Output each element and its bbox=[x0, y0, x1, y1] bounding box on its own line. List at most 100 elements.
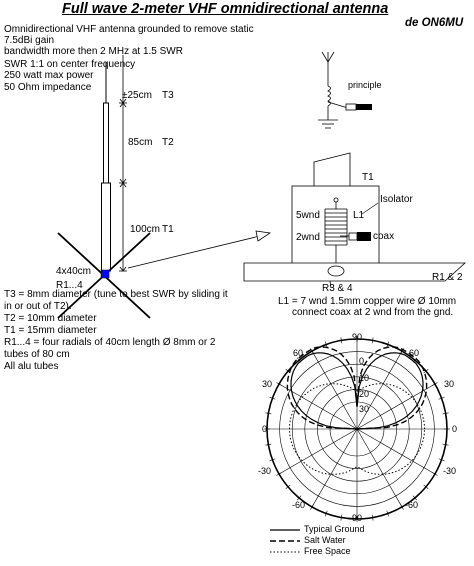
legend-item: Free Space bbox=[268, 546, 468, 557]
polar-tick bbox=[412, 495, 418, 501]
polar-label-minus90: -90 bbox=[349, 513, 363, 523]
polar-tick bbox=[442, 412, 449, 415]
polar-tick bbox=[423, 484, 429, 490]
polar-tick bbox=[324, 510, 328, 517]
polar-label-minus30: -30 bbox=[443, 466, 457, 476]
polar-tick bbox=[438, 458, 445, 462]
polar-tick bbox=[340, 337, 343, 344]
polar-ring-label: 10 bbox=[359, 373, 370, 383]
radials-label: R1...4 bbox=[56, 280, 83, 291]
polar-tick bbox=[340, 514, 343, 521]
t1-box-label: T1 bbox=[362, 172, 374, 183]
polar-spoke bbox=[311, 350, 358, 430]
polar-label-30: 30 bbox=[444, 379, 455, 389]
polar-label-0: 0 bbox=[452, 424, 458, 434]
polar-spoke bbox=[356, 428, 403, 508]
polar-legend: Typical Ground Salt Water Free Space bbox=[268, 524, 468, 557]
polar-label-0: 0 bbox=[262, 424, 268, 434]
legend-swatch-solid bbox=[270, 529, 300, 531]
t1-length: 100cm bbox=[130, 224, 161, 235]
spec-line: 50 Ohm impedance bbox=[4, 82, 92, 93]
polar-tick bbox=[269, 458, 276, 462]
coax-label: coax bbox=[373, 231, 395, 242]
polar-tick bbox=[310, 504, 314, 510]
polar-tick bbox=[276, 472, 282, 476]
dimension-notes: T3 = 8mm diameter (tune to best SWR by s… bbox=[4, 289, 229, 373]
polar-tick bbox=[442, 443, 449, 446]
legend-swatch-dotted bbox=[270, 551, 300, 553]
polar-tick bbox=[276, 382, 282, 386]
t3-label: T3 bbox=[162, 90, 174, 101]
polar-tick bbox=[386, 341, 390, 348]
polar-tick bbox=[269, 396, 276, 400]
radials-34-label: R3 & 4 bbox=[322, 283, 353, 294]
polar-spoke bbox=[356, 428, 436, 475]
spec-line: 250 watt max power bbox=[4, 70, 94, 81]
polar-tick bbox=[438, 396, 445, 400]
polar-tick bbox=[285, 484, 291, 490]
pattern-free-space bbox=[288, 383, 425, 475]
wnd5-label: 5wnd bbox=[296, 210, 320, 221]
polar-label-minus60: -60 bbox=[405, 500, 419, 510]
t2-label: T2 bbox=[162, 137, 174, 148]
note-line: T1 = 15mm diameter bbox=[4, 325, 97, 336]
l1-label: L1 bbox=[353, 210, 365, 221]
t1-label: T1 bbox=[162, 224, 174, 235]
spec-line: SWR 1:1 on center frequency bbox=[4, 59, 136, 70]
polar-tick bbox=[432, 472, 438, 476]
legend-item: Salt Water bbox=[268, 535, 468, 546]
polar-spoke bbox=[356, 350, 403, 430]
legend-label: Free Space bbox=[304, 546, 351, 556]
coil-note: L1 = 7 wnd 1.5mm copper wire Ø 10mm conn… bbox=[278, 296, 474, 318]
note-line: T3 = 8mm diameter (tune to best SWR by s… bbox=[4, 289, 228, 312]
spec-line: Omnidirectional VHF antenna grounded to … bbox=[4, 24, 254, 35]
polar-tick bbox=[371, 514, 374, 521]
note-line: R1...4 = four radials of 40cm length Ø 8… bbox=[4, 337, 216, 360]
polar-label-60: 60 bbox=[409, 348, 420, 358]
legend-label: Salt Water bbox=[304, 535, 346, 545]
author-callsign: de ON6MU bbox=[405, 17, 464, 29]
isolator-label: Isolator bbox=[380, 194, 413, 205]
polar-label-minus60: -60 bbox=[292, 500, 306, 510]
polar-tick bbox=[386, 510, 390, 517]
note-line: All alu tubes bbox=[4, 361, 59, 372]
polar-tick bbox=[423, 368, 429, 374]
coil-note-line: connect coax at 2 wnd from the gnd. bbox=[292, 307, 454, 318]
polar-ring-label: 0 bbox=[359, 356, 365, 366]
spec-line: 7.5dBi gain bbox=[4, 35, 55, 46]
polar-ring-label: 20 bbox=[359, 389, 370, 399]
polar-tick bbox=[400, 504, 404, 510]
pattern-salt-water bbox=[286, 346, 428, 430]
spec-line: bandwidth more then 2 MHz at 1.5 SWR bbox=[4, 46, 183, 57]
t3-length: ±25cm bbox=[122, 90, 152, 101]
polar-tick bbox=[296, 495, 302, 501]
principle-label: principle bbox=[348, 80, 382, 90]
page-title: Full wave 2-meter VHF omnidirectional an… bbox=[62, 1, 389, 17]
legend-item: Typical Ground bbox=[268, 524, 468, 535]
polar-spoke bbox=[311, 428, 358, 508]
polar-tick bbox=[265, 443, 272, 446]
t2-length: 85cm bbox=[128, 137, 153, 148]
polar-tick bbox=[265, 412, 272, 415]
wnd2-label: 2wnd bbox=[296, 232, 320, 243]
radials-12-label: R1 & 2 bbox=[432, 272, 463, 283]
polar-tick bbox=[324, 341, 328, 348]
polar-label-minus30: -30 bbox=[258, 466, 272, 476]
pattern-typical-ground bbox=[290, 352, 424, 430]
legend-label: Typical Ground bbox=[304, 524, 365, 534]
polar-label-60: 60 bbox=[293, 348, 304, 358]
coil-note-line: L1 = 7 wnd 1.5mm copper wire Ø 10mm bbox=[278, 296, 457, 307]
polar-ring-label: 30 bbox=[359, 404, 370, 414]
polar-tick bbox=[432, 382, 438, 386]
polar-label-90: 90 bbox=[352, 332, 363, 342]
polar-tick bbox=[371, 337, 374, 344]
note-line: T2 = 10mm diameter bbox=[4, 313, 97, 324]
legend-swatch-dashed bbox=[270, 540, 300, 542]
radials-length: 4x40cm bbox=[56, 266, 92, 277]
polar-label-30: 30 bbox=[262, 379, 273, 389]
